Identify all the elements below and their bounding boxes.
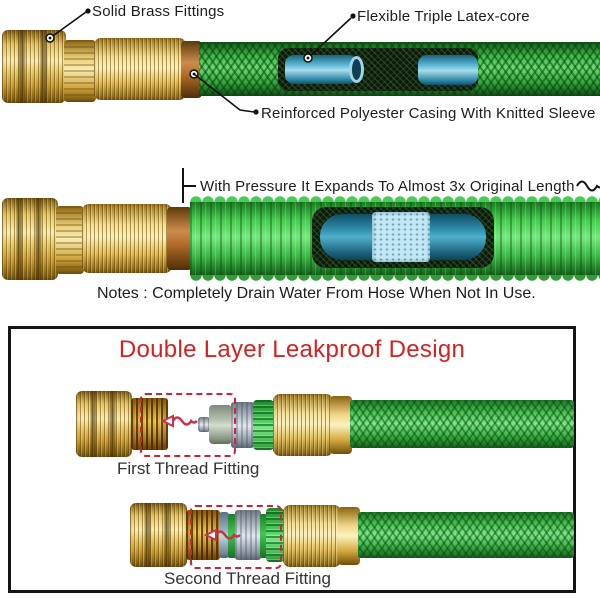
sf-wavy-arrow-left-icon xyxy=(203,528,241,542)
bullet-core-label xyxy=(350,13,356,19)
bullet-casing-label xyxy=(253,109,259,115)
hose2-brass-step xyxy=(56,206,84,274)
wavy-arrow-right-icon xyxy=(575,180,600,192)
label-second-thread-fitting: Second Thread Fitting xyxy=(164,569,331,588)
sf-red-dashed-highlight xyxy=(190,505,282,569)
hose2-brass-female-fitting xyxy=(2,198,58,280)
sf-green-hose xyxy=(358,512,574,558)
ff-red-dashed-highlight xyxy=(140,393,236,457)
hose2-scallop-bottom-edge xyxy=(190,275,600,282)
leakproof-box-title: Double Layer Leakproof Design xyxy=(118,336,466,363)
label-expands-3x: With Pressure It Expands To Almost 3x Or… xyxy=(200,178,600,195)
bullet-brass-label xyxy=(85,8,91,14)
ff-wavy-arrow-left-icon xyxy=(160,414,198,428)
hose1-brass-female-fitting xyxy=(2,30,66,103)
hose2-brass-collar xyxy=(82,204,172,273)
hose1-brass-step xyxy=(64,40,96,102)
ff-male-threads xyxy=(131,398,168,450)
label-expands-3x-text: With Pressure It Expands To Almost 3x Or… xyxy=(200,178,575,195)
label-solid-brass-fittings: Solid Brass Fittings xyxy=(92,3,225,20)
label-polyester-casing: Reinforced Polyester Casing With Knitted… xyxy=(261,105,596,122)
ff-brass-collar xyxy=(273,394,333,456)
ff-connector-stem xyxy=(198,417,210,432)
hose2-copper-ring xyxy=(167,207,192,270)
ff-connector-head xyxy=(209,405,232,444)
label-first-thread-fitting: First Thread Fitting xyxy=(117,459,260,478)
sf-green-cord-wrap xyxy=(266,508,284,562)
sf-brass-collar-cap xyxy=(338,507,360,565)
hose2-water-filled-section xyxy=(372,212,430,262)
hose1-latex-tube-left xyxy=(285,55,357,84)
label-drain-notes: Notes : Completely Drain Water From Hose… xyxy=(97,285,536,302)
sf-brass-female-fitting xyxy=(130,503,187,567)
ff-brass-collar-cap xyxy=(330,396,352,454)
hose1-latex-tube-right xyxy=(418,55,478,85)
hose1-brass-collar xyxy=(94,38,186,100)
label-flexible-latex-core: Flexible Triple Latex-core xyxy=(357,8,530,25)
sf-green-oring-right xyxy=(260,514,267,558)
ff-green-cord-wrap xyxy=(253,400,274,450)
hose2-scallop-top-edge xyxy=(190,195,600,202)
sf-brass-collar xyxy=(283,505,341,567)
ff-brass-female-fitting xyxy=(76,391,132,457)
hose1-latex-tube-open-end xyxy=(349,56,364,83)
ff-green-hose xyxy=(350,400,574,448)
ff-metal-sleeve xyxy=(231,402,254,448)
